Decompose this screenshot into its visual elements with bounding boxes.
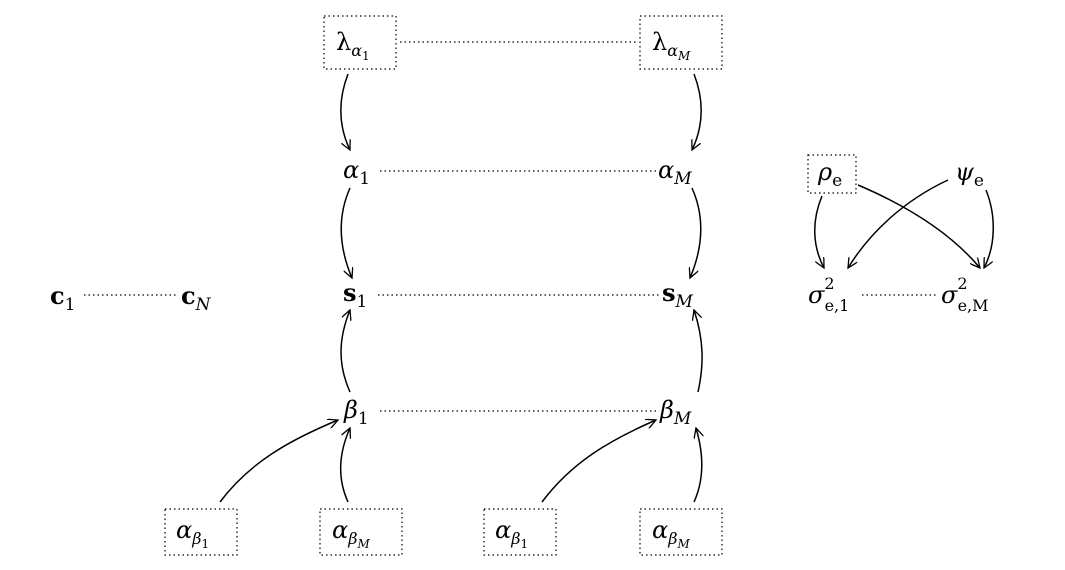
svg-text:αM: αM (658, 156, 692, 189)
arrow-abMright-betaM (693, 428, 702, 503)
box-alpha-betaM-left (319, 508, 403, 556)
node-c1: c1 (50, 281, 75, 315)
svg-text:ψe: ψe (955, 158, 984, 191)
node-alphaM: αM (658, 156, 692, 189)
svg-text:c1: c1 (50, 281, 75, 315)
svg-text:λα1: λα1 (336, 28, 370, 63)
svg-text:αβ1: αβ1 (495, 516, 528, 551)
arrow-rho-sigM (857, 184, 980, 268)
box-alpha-beta1-right (483, 508, 557, 556)
svg-text:λαM: λαM (652, 28, 691, 63)
svg-text:sM: sM (662, 278, 694, 312)
arrow-lambdaM-alphaM (692, 73, 702, 150)
node-alpha1: α1 (343, 156, 370, 189)
box-alpha-betaM-right (639, 508, 723, 556)
arrow-psi-sig1 (848, 179, 949, 268)
svg-text:αβ1: αβ1 (176, 516, 209, 551)
arrow-ab1right-betaM (541, 420, 656, 503)
svg-text:cN: cN (181, 281, 212, 315)
svg-text:s1: s1 (343, 278, 367, 312)
box-alpha-beta1-left (164, 508, 238, 556)
svg-text:β1: β1 (343, 396, 369, 429)
node-psi-e: ψe (955, 158, 984, 191)
node-alpha-betaM-left: αβM (332, 516, 370, 551)
node-s1: s1 (343, 278, 367, 312)
svg-text:σ2e,1: σ2e,1 (808, 274, 849, 315)
arrow-betaM-sM (694, 310, 703, 393)
node-alpha-beta1-left: αβ1 (176, 516, 209, 551)
svg-text:ρe: ρe (817, 158, 842, 191)
node-alpha-beta1-right: αβ1 (495, 516, 528, 551)
arrow-beta1-s1 (340, 310, 350, 393)
arrow-psi-sigM (984, 189, 994, 268)
svg-text:βM: βM (659, 396, 692, 429)
arrow-rho-sig1 (814, 195, 824, 268)
node-beta1: β1 (343, 396, 369, 429)
node-lambda-alphaM: λαM (652, 28, 691, 63)
svg-text:σ2e,M: σ2e,M (941, 274, 989, 315)
arrow-lambda1-alpha1 (340, 73, 350, 150)
box-lambda-alphaM (639, 15, 723, 70)
box-rho (807, 154, 857, 194)
svg-text:αβM: αβM (652, 516, 690, 551)
node-sM: sM (662, 278, 694, 312)
arrow-alphaM-sM (690, 187, 702, 278)
node-rho-e: ρe (817, 158, 842, 191)
node-betaM: βM (659, 396, 692, 429)
svg-text:α1: α1 (343, 156, 370, 189)
box-lambda-alpha1 (323, 15, 397, 70)
arrow-abMleft-beta1 (340, 428, 350, 503)
svg-text:αβM: αβM (332, 516, 370, 551)
arrow-alpha1-s1 (340, 187, 352, 278)
node-cN: cN (181, 281, 212, 315)
node-alpha-betaM-right: αβM (652, 516, 690, 551)
node-lambda-alpha1: λα1 (336, 28, 370, 63)
arrow-ab1left-beta1 (219, 420, 338, 503)
